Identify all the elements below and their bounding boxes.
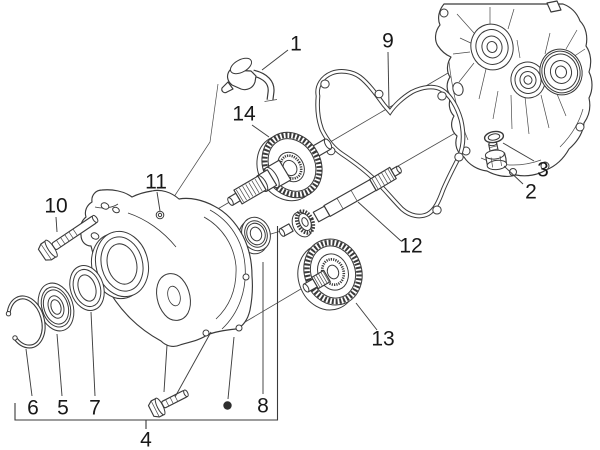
cover-bolt-holes — [90, 202, 250, 337]
cover-main-bore — [90, 230, 150, 300]
callout-11: 11 — [145, 171, 167, 194]
crankcase-boss — [452, 82, 464, 96]
circlip — [5, 295, 46, 349]
callout-13: 13 — [371, 328, 394, 351]
cover-gasket — [315, 69, 466, 219]
gear-teeth — [304, 239, 362, 305]
callout-3: 3 — [537, 159, 549, 182]
callout-10: 10 — [44, 195, 67, 218]
driven-gear — [297, 238, 363, 311]
callout-labels: 1 2 3 4 5 6 7 8 9 10 11 12 13 14 — [27, 30, 549, 450]
callout-9: 9 — [382, 30, 394, 53]
flange-bolt-short — [147, 389, 189, 418]
callout-14: 14 — [232, 103, 256, 126]
transmission-cover — [79, 189, 253, 347]
hose-fit-line — [163, 83, 219, 213]
callout-2: 2 — [525, 181, 537, 204]
callout-6: 6 — [27, 397, 39, 420]
leader-lines — [25, 49, 535, 400]
callout-4: 4 — [140, 429, 152, 450]
crankcase-bearing-bore — [470, 23, 514, 71]
callout-12: 12 — [399, 235, 422, 258]
shaft-spline-section — [369, 166, 397, 192]
cover-recess — [156, 273, 191, 321]
group-marker-dot — [223, 401, 232, 410]
crankcase-half — [434, 0, 593, 177]
callout-5: 5 — [57, 397, 69, 420]
callout-8: 8 — [257, 395, 269, 418]
flange-bolt-long — [37, 214, 99, 261]
gearbox-shaft — [278, 165, 402, 238]
cover-flange-rim — [209, 209, 246, 330]
shaft-pinion-gear — [291, 209, 316, 238]
crankcase-stud — [546, 0, 562, 13]
primary-gear-assembly — [227, 131, 333, 206]
oil-seal — [69, 265, 105, 311]
crankcase-bearing-bore — [539, 48, 583, 96]
crankcase-bearing-bore — [510, 61, 546, 99]
breather-hose — [221, 57, 278, 102]
callout-1: 1 — [290, 33, 302, 56]
gasket-bolt-holes — [320, 79, 464, 215]
cover-vent-boss — [155, 210, 165, 220]
small-ball-bearing — [238, 216, 271, 255]
group-bracket — [14, 226, 279, 429]
ball-bearing — [37, 282, 75, 332]
sealing-washer — [483, 130, 505, 144]
callout-7: 7 — [89, 397, 101, 420]
drain-plug — [484, 141, 508, 171]
